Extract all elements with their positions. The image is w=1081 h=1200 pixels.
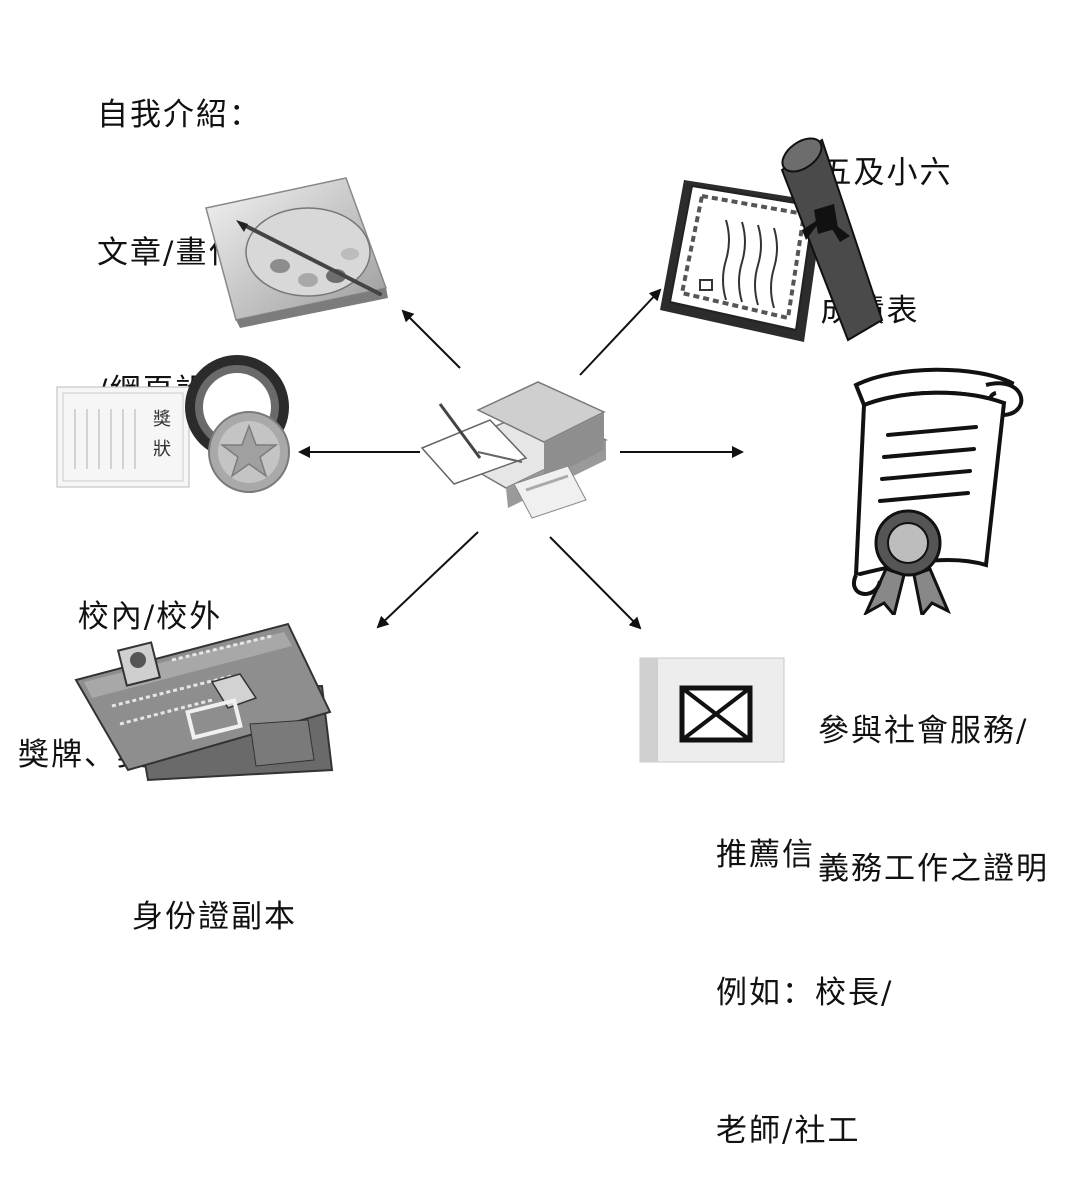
envelope-icon	[639, 657, 785, 763]
award-medal-icon: 獎 狀	[56, 355, 290, 493]
arrow-to-self-intro	[401, 309, 461, 369]
certificate-scroll-icon	[852, 367, 1024, 615]
award-seal-char-2: 狀	[153, 439, 171, 460]
id-card-icon	[74, 622, 334, 782]
palette-icon	[205, 177, 388, 328]
award-seal-char-1: 獎	[153, 409, 171, 430]
arrow-to-reference	[549, 536, 642, 630]
arrows-layer	[298, 288, 744, 630]
arrow-to-id-copy	[376, 531, 479, 629]
diploma-scroll-icon	[660, 137, 884, 342]
portfolio-center-icon	[420, 381, 608, 519]
arrow-to-transcript	[579, 288, 662, 376]
